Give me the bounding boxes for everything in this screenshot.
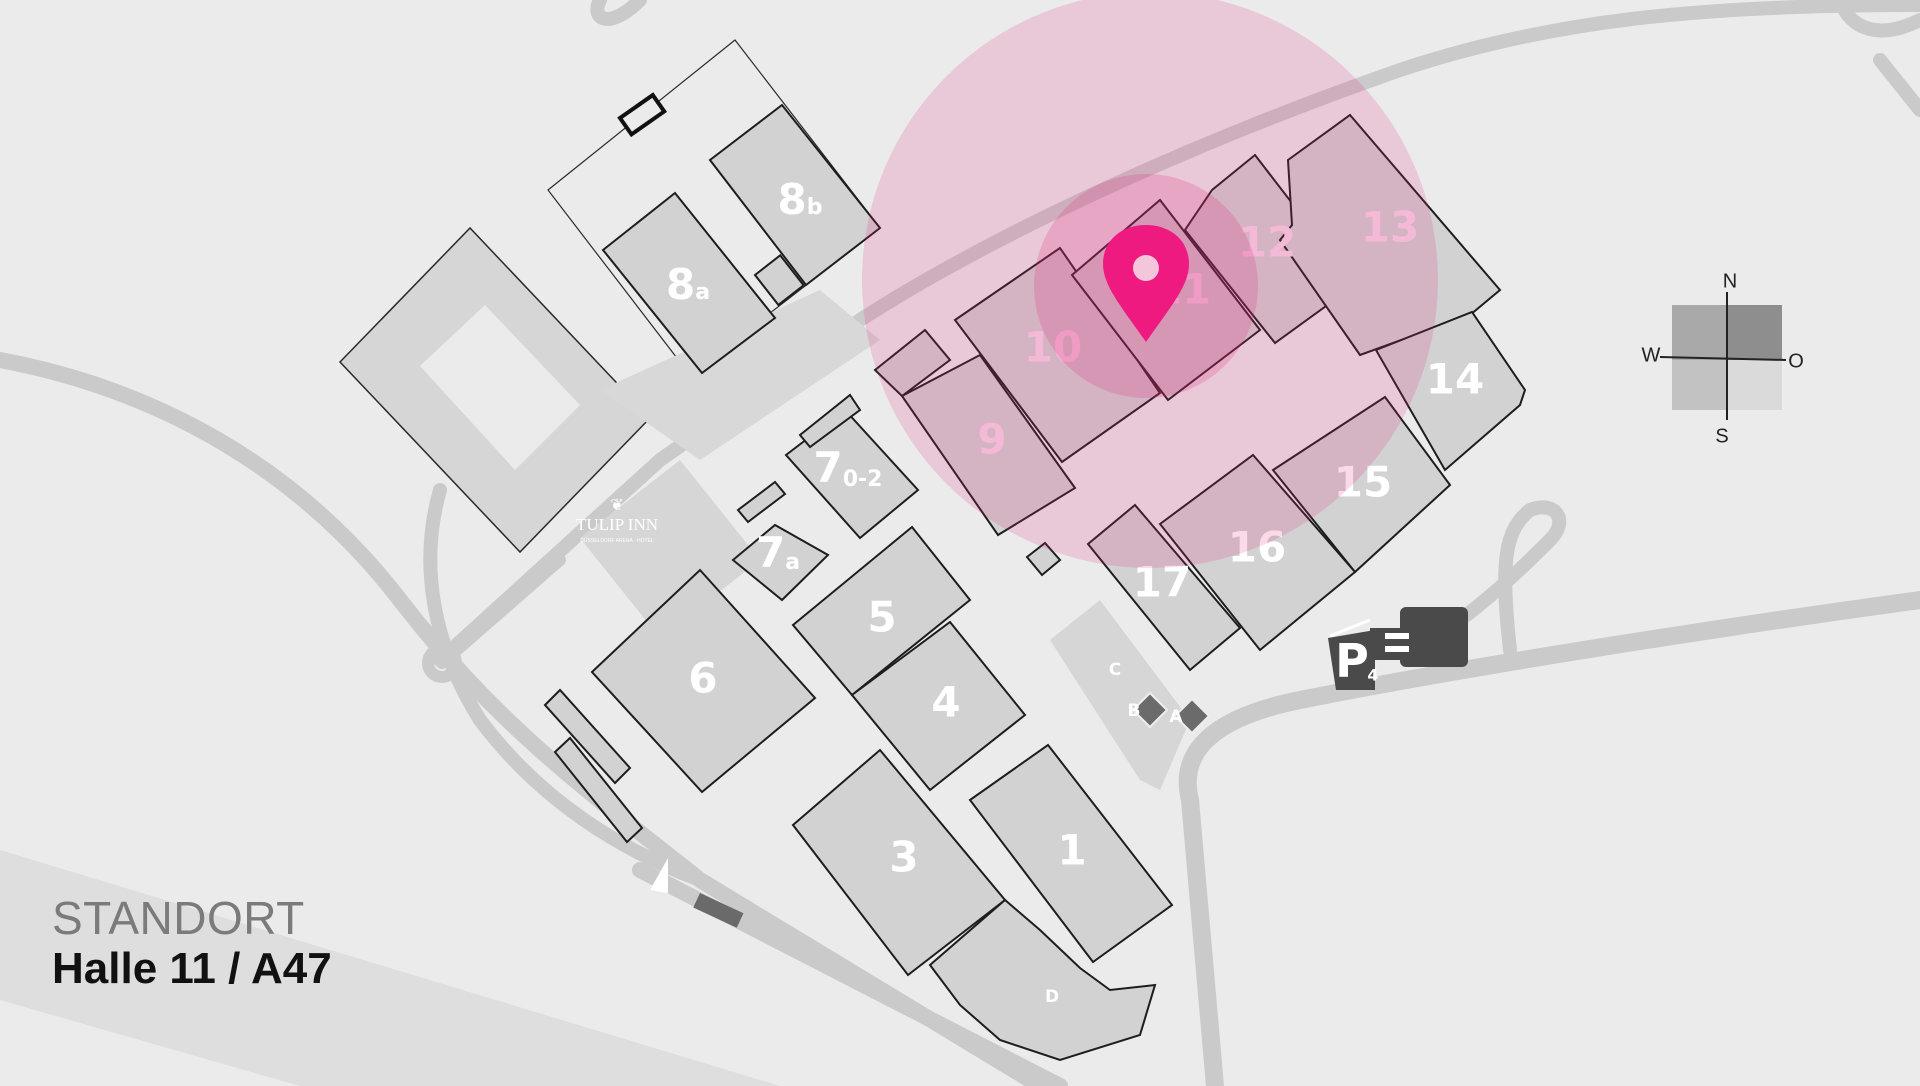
- hall-15: [1271, 395, 1452, 574]
- hall-4: [850, 620, 1027, 792]
- location-heading: STANDORT: [52, 892, 305, 944]
- hall-6-label: 6: [688, 654, 717, 703]
- compass-west: W: [1642, 344, 1661, 366]
- hall-4-label: 4: [931, 678, 960, 727]
- hall-7a-annex: [736, 480, 787, 524]
- entrance-c-label: C: [1109, 660, 1121, 680]
- hall-8a-label: 8a: [666, 260, 710, 309]
- hall-16-label: 16: [1228, 523, 1286, 572]
- hall-9-label: 9: [977, 415, 1006, 464]
- hall-5: [791, 525, 972, 697]
- halls: [543, 103, 1527, 1062]
- parking-number: 4: [1367, 666, 1378, 685]
- hall-8a: [601, 191, 777, 375]
- kiosk: [1025, 541, 1062, 577]
- highway-band: [0, 850, 780, 1086]
- hall-8b: [708, 103, 882, 287]
- hall-3-label: 3: [889, 833, 918, 882]
- hotel-logo: ❦ TULIP INN DÜSSELDORF ARENA · HOTEL: [576, 497, 658, 544]
- hotel-icon: ❦: [610, 497, 623, 514]
- location-pin-icon[interactable]: [1103, 225, 1189, 342]
- entrance-b-label: B: [1128, 701, 1141, 721]
- hall-labels: 8a 8b 10 11 12 13 14 9 15 16 17 70-2 7a …: [666, 175, 1484, 882]
- triangle-marker: [650, 858, 668, 893]
- hall-7-label: 70-2: [814, 443, 883, 493]
- hall-14: [1374, 310, 1527, 472]
- hotel-name: TULIP INN: [576, 515, 658, 534]
- entrance-concourse: [1050, 600, 1190, 790]
- hall-side-1: [543, 688, 632, 785]
- hotel-tagline: DÜSSELDORF ARENA · HOTEL: [580, 537, 654, 544]
- compass-south: S: [1715, 425, 1728, 447]
- compass-rose-icon: N S W O: [1642, 270, 1804, 447]
- hall-15-label: 15: [1334, 458, 1392, 507]
- hall-17: [1086, 503, 1242, 672]
- hall-7a-label: 7a: [756, 528, 800, 577]
- small-building: [693, 893, 744, 928]
- hall-side-2: [553, 736, 644, 844]
- parking-letter: P: [1335, 634, 1369, 688]
- concourse: [600, 290, 880, 460]
- hall-17-label: 17: [1133, 558, 1191, 607]
- hall-8b-label: 8b: [778, 175, 823, 224]
- hall-1: [968, 743, 1174, 964]
- hall-12-label: 12: [1238, 218, 1296, 267]
- hall-9: [900, 353, 1077, 537]
- hall-d: [928, 898, 1157, 1062]
- compass-north: N: [1723, 270, 1737, 292]
- entrance-d-label: D: [1045, 987, 1059, 1007]
- hall-7-annex: [798, 393, 862, 449]
- hall-5-label: 5: [867, 593, 896, 642]
- location-value: Halle 11 / A47: [52, 944, 332, 993]
- hall-12: [1183, 153, 1357, 345]
- hall-7a: [731, 523, 830, 602]
- hall-8-connector: [753, 253, 806, 307]
- hall-14-label: 14: [1426, 355, 1484, 404]
- location-info: STANDORT Halle 11 / A47: [52, 893, 332, 995]
- parking-p4[interactable]: P 4: [1328, 607, 1468, 690]
- hall-9-annex: [873, 328, 952, 398]
- hall-10-label: 10: [1024, 323, 1082, 372]
- entrance-a-label: A: [1169, 707, 1183, 727]
- compass-east: O: [1788, 350, 1804, 372]
- hall-10: [953, 246, 1162, 464]
- entrances: C B A D: [1045, 660, 1211, 1007]
- hall-13-label: 13: [1361, 203, 1419, 252]
- hall-6: [590, 568, 817, 794]
- hall-16: [1158, 453, 1357, 652]
- hall-1-label: 1: [1057, 826, 1086, 875]
